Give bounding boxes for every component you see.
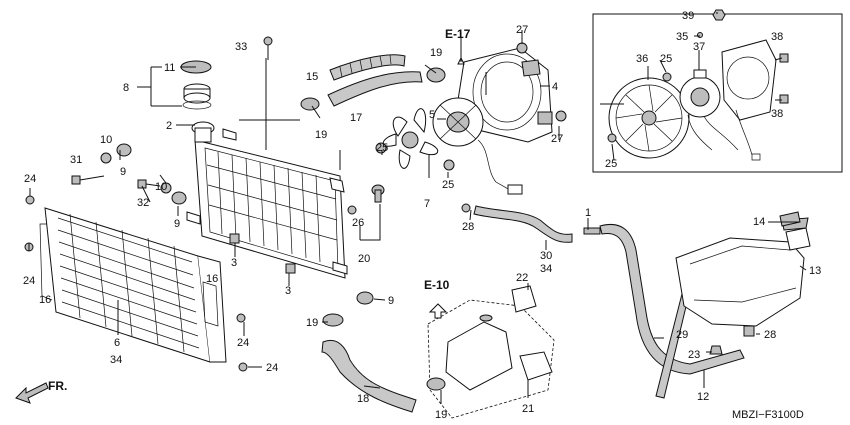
callout-9: 9 xyxy=(388,295,394,307)
callout-4: 4 xyxy=(552,81,558,93)
callout-24: 24 xyxy=(237,337,249,349)
callout-1: 1 xyxy=(585,207,591,219)
inset-fan-blade xyxy=(608,77,690,159)
fan-blade xyxy=(382,108,438,169)
callout-27: 27 xyxy=(516,24,528,36)
inset-shroud-plate xyxy=(721,39,777,161)
inset-fan-motor xyxy=(679,69,739,151)
lower-hose xyxy=(321,340,417,413)
callout-8: 8 xyxy=(123,82,129,94)
radiator-cap xyxy=(180,60,212,110)
callout-23: 23 xyxy=(688,349,700,361)
callout-7: 7 xyxy=(424,198,430,210)
callout-25: 25 xyxy=(376,142,388,154)
callout-24: 24 xyxy=(24,173,36,185)
callout-19: 19 xyxy=(435,409,447,421)
upper-hose xyxy=(327,71,423,107)
callout-39: 39 xyxy=(682,10,694,22)
callout-11: 11 xyxy=(164,62,175,74)
radiator xyxy=(186,121,348,279)
callout-33: 33 xyxy=(235,41,247,53)
callout-16: 16 xyxy=(39,294,51,306)
e17-arrow xyxy=(457,56,465,65)
callout-32: 32 xyxy=(137,197,149,209)
callout-19: 19 xyxy=(315,129,327,141)
callout-30: 30 xyxy=(540,250,552,262)
callout-25: 25 xyxy=(442,179,454,191)
callout-31: 31 xyxy=(70,154,82,166)
callout-22: 22 xyxy=(516,272,528,284)
callout-21: 21 xyxy=(522,403,534,415)
callout-3: 3 xyxy=(231,257,237,269)
hose-corrugated xyxy=(329,54,406,81)
thermostat-housing xyxy=(427,285,555,419)
callout-19: 19 xyxy=(430,47,442,59)
callout-19: 19 xyxy=(306,317,318,329)
callout-numbers: 1 2 3 3 4 5 6 7 8 9 9 9 10 10 11 12 13 1… xyxy=(23,10,821,421)
callout-14: 14 xyxy=(753,216,765,228)
callout-15: 15 xyxy=(306,71,318,83)
callout-37: 37 xyxy=(693,41,705,53)
callout-2: 2 xyxy=(166,120,172,132)
reserve-tank xyxy=(675,217,811,327)
callout-12: 12 xyxy=(697,391,709,403)
callout-24: 24 xyxy=(23,275,35,287)
ref-fr: FR. xyxy=(48,379,67,393)
callout-17: 17 xyxy=(350,112,362,124)
reserve-hose xyxy=(599,224,745,375)
callout-34: 34 xyxy=(540,263,552,275)
leader-lines xyxy=(28,12,807,404)
ref-e17: E-17 xyxy=(445,27,471,41)
callout-34: 34 xyxy=(110,354,122,366)
callout-29: 29 xyxy=(676,329,688,341)
diagram-code: MBZI−F3100D xyxy=(732,409,804,421)
e10-arrow xyxy=(428,303,448,319)
callout-10: 10 xyxy=(100,134,112,146)
inset-bolts xyxy=(607,9,789,143)
callout-25: 25 xyxy=(605,158,617,170)
callout-38: 38 xyxy=(771,31,783,43)
callout-35: 35 xyxy=(676,31,688,43)
callout-9: 9 xyxy=(174,218,180,230)
callout-20: 20 xyxy=(358,253,370,265)
callout-38: 38 xyxy=(771,108,783,120)
siphon-hose xyxy=(473,205,573,243)
callout-27: 27 xyxy=(551,133,563,145)
callout-3: 3 xyxy=(285,285,291,297)
ref-e10: E-10 xyxy=(424,278,450,292)
fan-motor xyxy=(432,97,523,195)
callout-28: 28 xyxy=(764,329,776,341)
callout-36: 36 xyxy=(636,53,648,65)
callout-18: 18 xyxy=(357,393,369,405)
radiator-grille xyxy=(39,207,227,363)
callout-9: 9 xyxy=(120,166,126,178)
callout-6: 6 xyxy=(114,337,120,349)
callout-24: 24 xyxy=(266,362,278,374)
callout-28: 28 xyxy=(462,221,474,233)
callout-16: 16 xyxy=(206,273,218,285)
callout-10: 10 xyxy=(155,181,167,193)
callout-26: 26 xyxy=(352,217,364,229)
fr-arrow xyxy=(15,382,49,404)
callout-5: 5 xyxy=(429,109,435,121)
callout-13: 13 xyxy=(809,265,821,277)
callout-25: 25 xyxy=(660,53,672,65)
